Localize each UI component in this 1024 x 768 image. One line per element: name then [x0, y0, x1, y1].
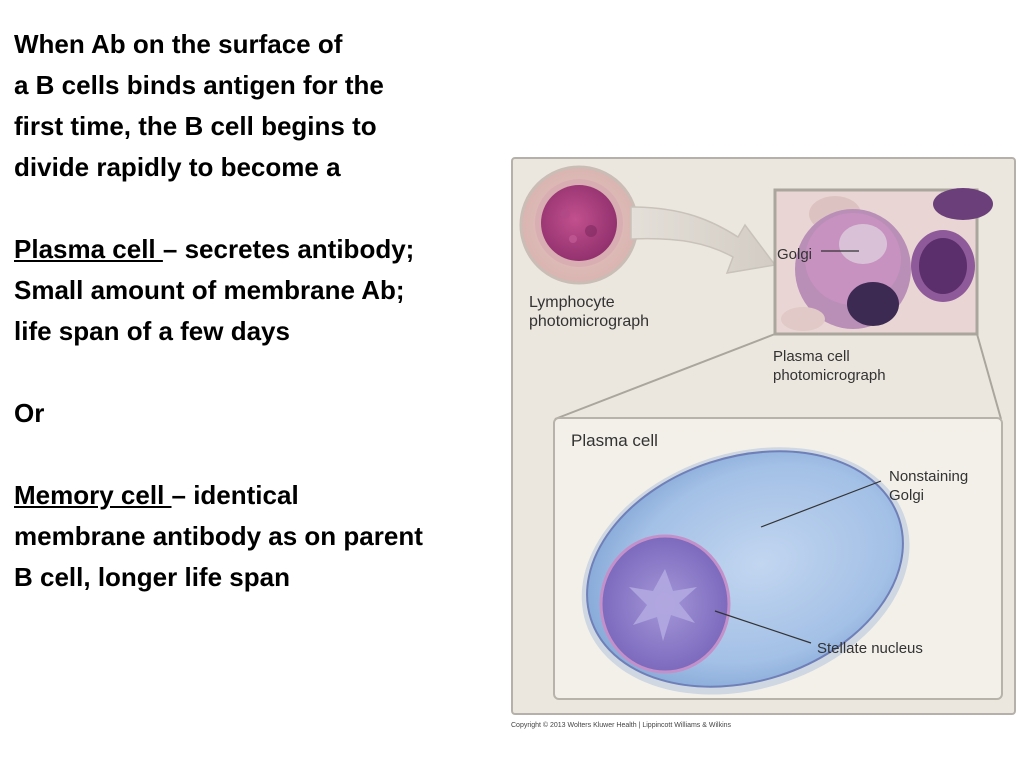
plasma-line: life span of a few days: [14, 316, 290, 346]
memory-line: B cell, longer life span: [14, 562, 290, 592]
projection-line: [976, 333, 1002, 420]
intro-line: When Ab on the surface of: [14, 29, 343, 59]
plasma-cell-definition: Plasma cell – secretes antibody;: [14, 229, 504, 270]
inset-title: Plasma cell: [571, 431, 658, 450]
slide-body-text: When Ab on the surface of a B cells bind…: [14, 24, 504, 598]
memory-cell-def: – identical: [171, 480, 299, 510]
curved-arrow: [630, 206, 777, 274]
plasma-line: Small amount of membrane Ab;: [14, 275, 405, 305]
lymphocyte-photo: [519, 165, 639, 285]
memory-cell-definition: Memory cell – identical: [14, 475, 504, 516]
memory-line: membrane antibody as on parent: [14, 521, 423, 551]
plasma-cell-def: – secretes antibody;: [162, 234, 415, 264]
lymphocyte-label: Lymphocyte photomicrograph: [529, 294, 650, 330]
spacer: [14, 188, 504, 229]
spacer: [14, 352, 504, 393]
intro-line: divide rapidly to become a: [14, 152, 341, 182]
stellate-nucleus: [599, 534, 731, 674]
projection-line: [554, 333, 776, 420]
plasma-cell-diagram: Plasma cell Nonstaining Golgi Stellate n…: [553, 417, 1003, 700]
intro-line: first time, the B cell begins to: [14, 111, 377, 141]
plasma-cell-illustration: [581, 447, 910, 695]
or-text: Or: [14, 398, 45, 428]
intro-line: a B cells binds antigen for the: [14, 70, 384, 100]
spacer: [14, 434, 504, 475]
plasma-cell-photo: [773, 188, 993, 336]
copyright-text: Copyright © 2013 Wolters Kluwer Health |…: [511, 722, 732, 729]
memory-cell-term: Memory cell: [14, 480, 172, 510]
golgi-pointer: [760, 480, 882, 528]
plasma-cell-figure: Lymphocyte photomicrograph Golgi Plasma …: [511, 157, 1016, 715]
figure-artwork: [519, 165, 1002, 420]
nonstaining-golgi-label: Nonstaining Golgi: [889, 468, 969, 504]
plasma-photo-label: Plasma cell photomicrograph: [773, 348, 886, 384]
nucleus-pointer: [714, 610, 812, 644]
golgi-label: Golgi: [777, 246, 813, 263]
plasma-cell-term: Plasma cell: [14, 234, 163, 264]
stellate-nucleus-label: Stellate nucleus: [817, 640, 923, 657]
